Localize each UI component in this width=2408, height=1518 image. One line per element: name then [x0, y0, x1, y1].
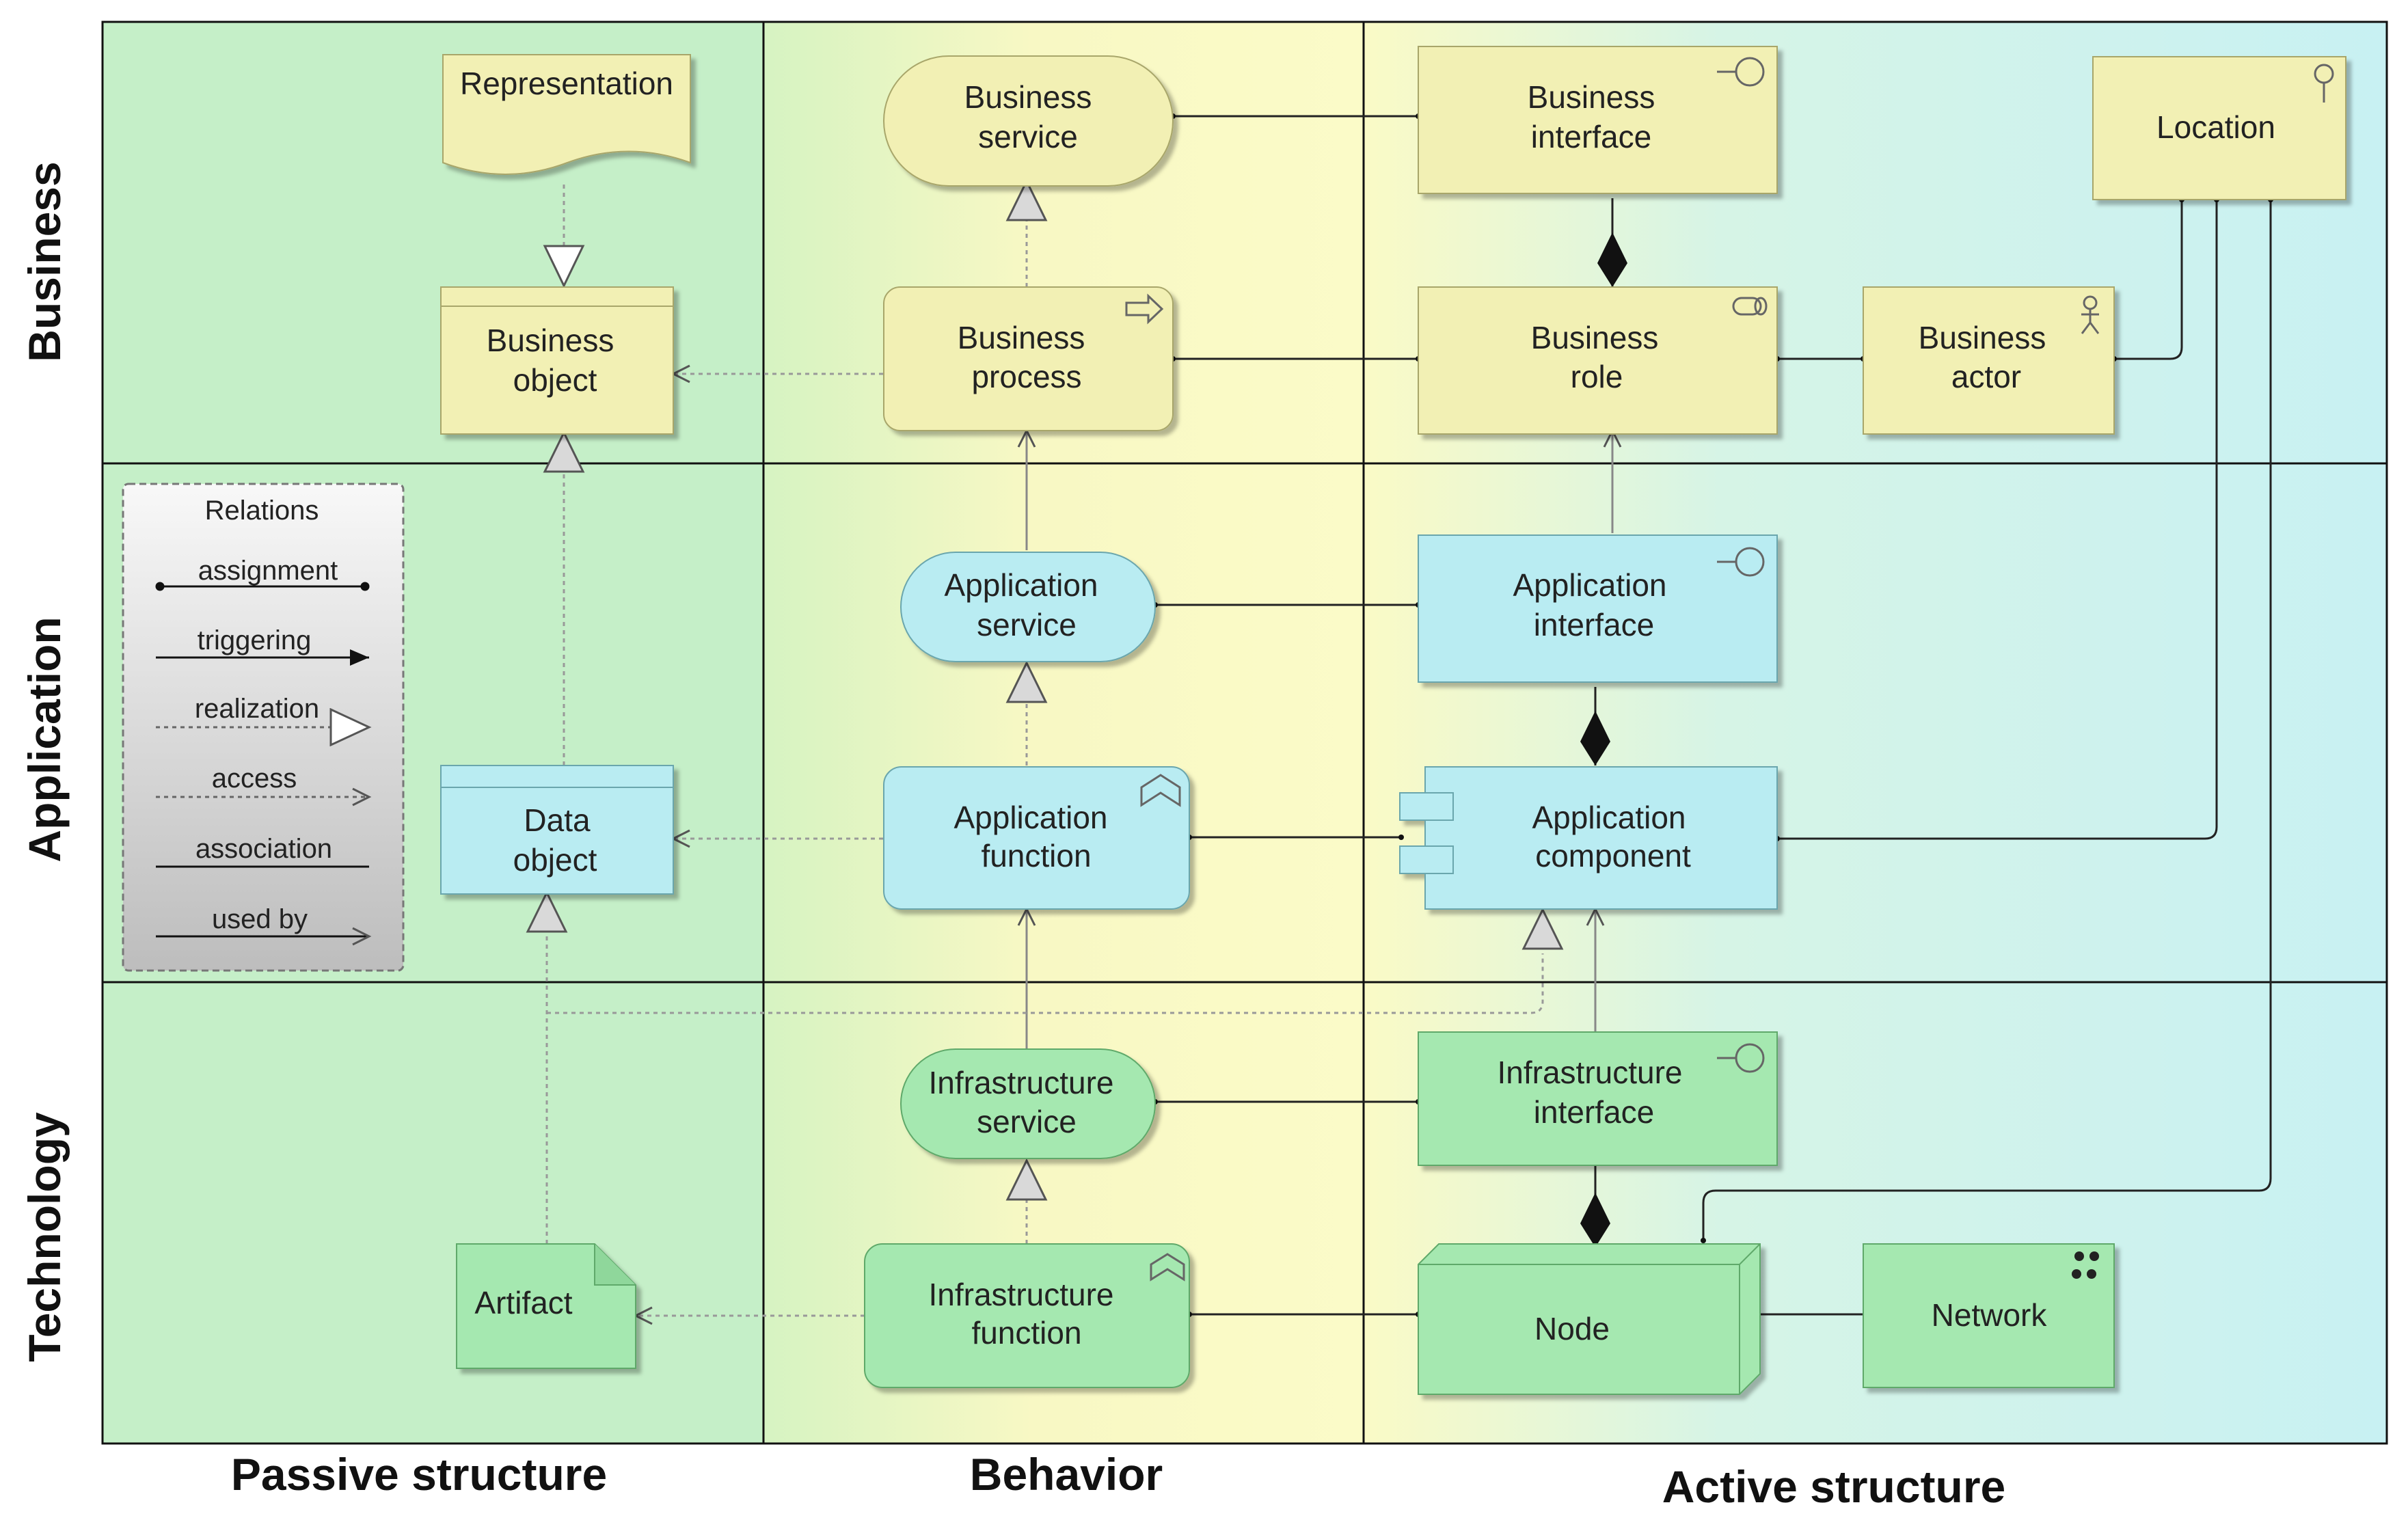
business-service-element[interactable]: [883, 55, 1174, 187]
application-interface-label-2: interface: [1534, 607, 1654, 642]
function-chevron-icon: [1150, 1253, 1185, 1282]
relation-node-location: [1701, 197, 2273, 1243]
infrastructure-function-label: Infrastructure: [929, 1277, 1114, 1312]
application-component-label-2: component: [1535, 838, 1691, 873]
realization-head-is: [1005, 1158, 1048, 1201]
legend-title: Relations: [205, 496, 319, 526]
application-component-element[interactable]: [1399, 766, 1778, 910]
diamond-bi-br: [1597, 232, 1627, 287]
application-interface-label: Application: [1513, 567, 1666, 603]
application-function-element[interactable]: [883, 766, 1190, 910]
business-role-label: Business: [1531, 320, 1659, 355]
legend-triggering-label: triggering: [198, 625, 312, 655]
relations: [545, 113, 2273, 1325]
legend-realization-label: realization: [195, 694, 319, 724]
representation-element[interactable]: [442, 54, 691, 175]
realization-head-do: [526, 890, 568, 933]
representation-label: Representation: [460, 66, 673, 101]
node-element[interactable]: [1418, 1243, 1761, 1395]
legend-used-by-label: used by: [212, 904, 308, 934]
business-object-element[interactable]: [440, 286, 674, 435]
realization-head-bs: [1005, 178, 1048, 221]
legend-association-label: association: [195, 834, 332, 864]
network-label: Network: [1932, 1297, 2048, 1333]
interface-icon: [1717, 57, 1765, 87]
business-object-label-2: object: [513, 362, 597, 398]
data-object-element[interactable]: [440, 765, 674, 895]
interface-icon: [1717, 547, 1765, 577]
business-service-label: Business: [964, 79, 1092, 115]
row-label-technology: Technology: [19, 1112, 70, 1362]
function-chevron-icon: [1140, 774, 1181, 807]
application-service-label: Application: [944, 567, 1098, 603]
row-label-business: Business: [19, 161, 70, 362]
application-function-label: Application: [953, 800, 1107, 835]
application-service-element[interactable]: [900, 552, 1156, 662]
infrastructure-interface-element[interactable]: [1418, 1031, 1778, 1166]
infrastructure-service-element[interactable]: [900, 1048, 1156, 1159]
business-interface-label: Business: [1528, 79, 1655, 115]
realization-head-as: [1005, 660, 1048, 703]
diamond-ai-ac: [1580, 711, 1610, 765]
location-pin-icon: [2314, 64, 2334, 103]
artifact-element[interactable]: [456, 1243, 636, 1369]
composition-diamonds: [1580, 232, 1627, 1247]
active-column-background: [1364, 22, 2387, 1444]
behavior-column-background: [763, 22, 1364, 1444]
realization-heads: [526, 178, 1564, 1201]
process-arrow-icon: [1125, 293, 1164, 325]
role-icon: [1732, 297, 1768, 316]
data-object-label: Data: [524, 802, 591, 838]
application-service-label-2: service: [977, 607, 1077, 642]
business-process-label-2: process: [971, 359, 1081, 394]
business-actor-label-2: actor: [1951, 359, 2021, 394]
infrastructure-interface-label-2: interface: [1534, 1094, 1654, 1130]
realization-head-representation: [543, 245, 585, 288]
location-label: Location: [2156, 109, 2275, 145]
network-element[interactable]: [1863, 1243, 2115, 1388]
application-function-label-2: function: [981, 838, 1091, 873]
application-component-label: Application: [1532, 800, 1686, 835]
infrastructure-function-element[interactable]: [864, 1243, 1190, 1388]
infrastructure-function-label-2: function: [971, 1315, 1081, 1351]
column-label-passive: Passive structure: [231, 1449, 607, 1500]
business-interface-label-2: interface: [1531, 119, 1651, 154]
business-role-label-2: role: [1571, 359, 1623, 394]
data-object-label-2: object: [513, 842, 597, 878]
grid-lines: [101, 21, 2388, 1445]
location-element[interactable]: [2092, 56, 2346, 200]
business-actor-element[interactable]: [1863, 286, 2115, 435]
application-interface-element[interactable]: [1418, 534, 1778, 683]
infrastructure-service-label: Infrastructure: [929, 1065, 1114, 1100]
network-icon: [2072, 1251, 2099, 1279]
diamond-ii-node: [1580, 1193, 1610, 1247]
row-label-application: Application: [19, 616, 70, 862]
legend-assignment-label: assignment: [198, 556, 338, 586]
business-process-label: Business: [958, 320, 1085, 355]
business-object-label: Business: [487, 323, 614, 358]
infrastructure-interface-label: Infrastructure: [1498, 1055, 1683, 1090]
column-label-active: Active structure: [1662, 1461, 2006, 1512]
legend-access-label: access: [212, 763, 297, 794]
relations-legend: Relations assignment triggering realizat…: [122, 483, 405, 972]
realization-head-bo: [543, 430, 585, 473]
business-process-element[interactable]: [883, 286, 1174, 431]
business-role-element[interactable]: [1418, 286, 1778, 435]
actor-icon: [2081, 295, 2100, 334]
relation-artifact-realizes-ac: [547, 953, 1544, 1014]
artifact-label: Artifact: [474, 1285, 572, 1320]
business-service-label-2: service: [978, 119, 1078, 154]
business-actor-label: Business: [1919, 320, 2046, 355]
infrastructure-service-label-2: service: [977, 1104, 1077, 1139]
column-label-behavior: Behavior: [970, 1449, 1163, 1500]
node-label: Node: [1534, 1311, 1610, 1346]
interface-icon: [1717, 1043, 1765, 1073]
realization-head-ac: [1521, 907, 1564, 950]
